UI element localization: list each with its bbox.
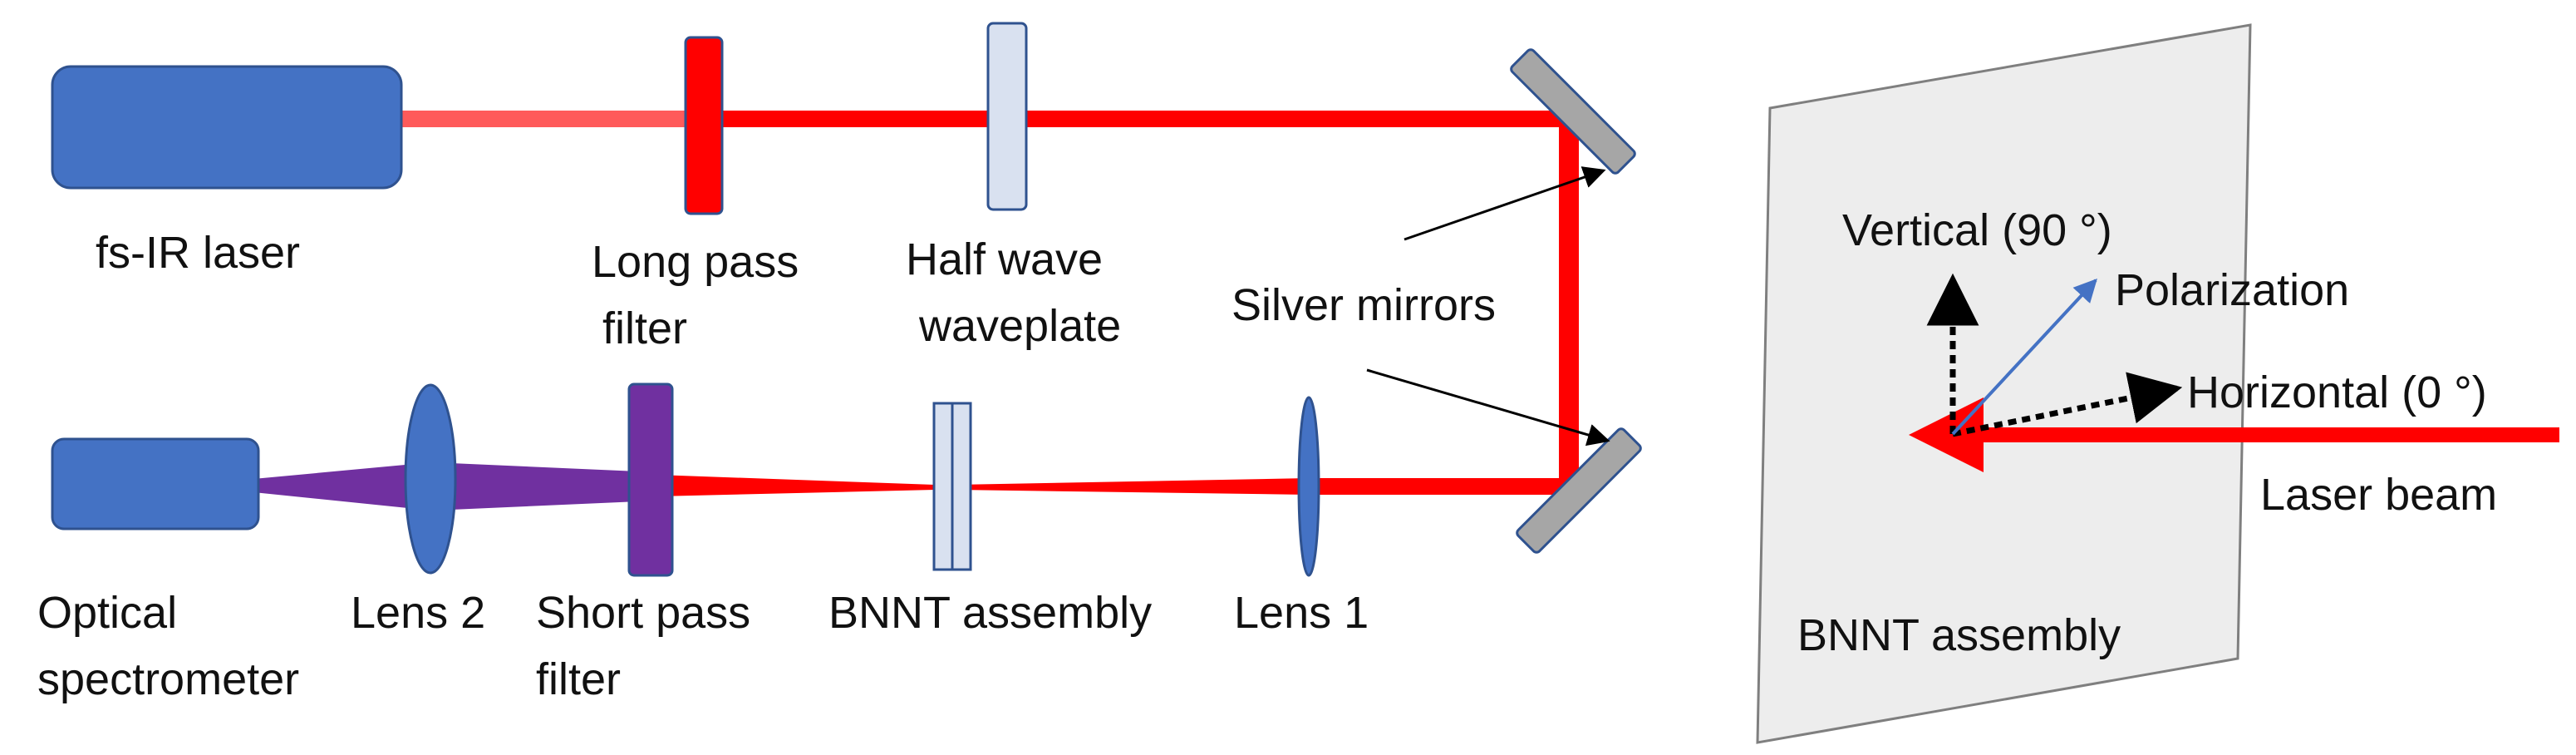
silver-mirror-bottom xyxy=(1516,427,1642,554)
label-silver-mirrors: Silver mirrors xyxy=(1231,280,1496,330)
fs-ir-laser-box xyxy=(51,65,403,190)
polarization-arrow xyxy=(1951,278,2097,436)
beam-vertical xyxy=(1559,119,1579,489)
label-long-pass-filter-2: filter xyxy=(602,303,687,353)
label-fs-ir-laser: fs-IR laser xyxy=(96,228,300,278)
purple-beam-focused xyxy=(253,462,432,511)
label-lens-1: Lens 1 xyxy=(1234,588,1369,638)
label-half-wave-1: Half wave xyxy=(906,234,1103,284)
lens-1 xyxy=(1297,396,1320,577)
label-vertical: Vertical (90 °) xyxy=(1842,205,2112,255)
laser-output-beam xyxy=(399,111,698,127)
label-half-wave-2: waveplate xyxy=(918,301,1121,351)
silver-mirror-top xyxy=(1510,48,1636,175)
label-horizontal: Horizontal (0 °) xyxy=(2187,368,2487,417)
label-optical-spectrometer-1: Optical xyxy=(37,588,177,638)
purple-beam-collimated xyxy=(432,462,656,511)
label-laser-beam: Laser beam xyxy=(2260,470,2497,520)
horizontal-axis-arrow xyxy=(1952,372,2183,437)
label-lens-2: Lens 2 xyxy=(351,588,485,638)
short-pass-filter xyxy=(627,382,674,577)
pointer-to-top-mirror xyxy=(1404,166,1606,241)
lens-2 xyxy=(404,383,457,575)
long-pass-filter xyxy=(684,36,724,215)
beam-bottom-converging xyxy=(956,478,1309,495)
beam-bottom-diverging xyxy=(656,475,935,496)
bnnt-assembly-plate-2 xyxy=(951,402,972,571)
beam-bottom-collimated xyxy=(1303,478,1577,495)
label-short-pass-filter-2: filter xyxy=(536,654,621,704)
bnnt-assembly-plane xyxy=(1756,23,2252,744)
bnnt-assembly-plate-1 xyxy=(932,402,954,571)
label-long-pass-filter-1: Long pass xyxy=(592,237,799,287)
beam-top xyxy=(698,111,1572,127)
label-short-pass-filter-1: Short pass xyxy=(536,588,750,638)
label-bnnt-assembly-setup: BNNT assembly xyxy=(828,588,1152,638)
optical-spectrometer-box xyxy=(51,437,260,530)
label-optical-spectrometer-2: spectrometer xyxy=(37,654,299,704)
label-polarization: Polarization xyxy=(2115,265,2349,315)
pointer-to-bottom-mirror xyxy=(1366,368,1610,447)
label-bnnt-assembly-plane: BNNT assembly xyxy=(1797,610,2121,660)
half-wave-waveplate xyxy=(986,22,1028,211)
